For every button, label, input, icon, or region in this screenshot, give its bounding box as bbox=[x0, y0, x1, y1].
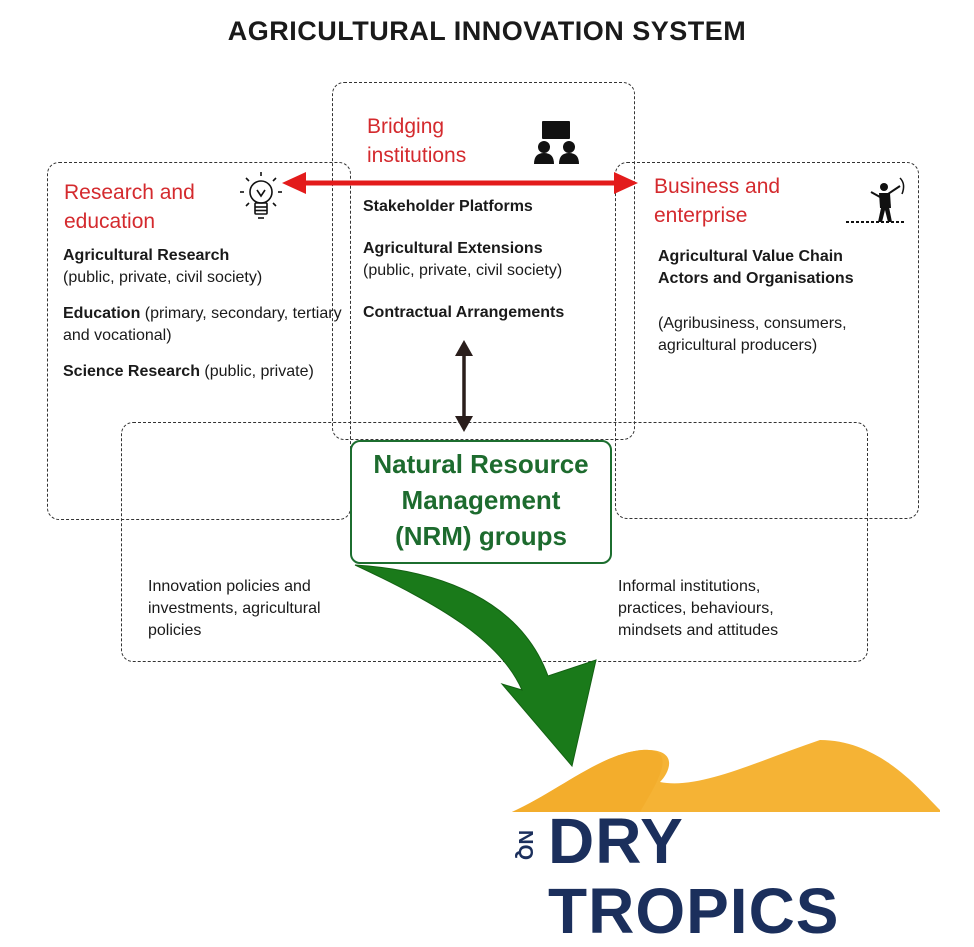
green-curved-arrow bbox=[354, 564, 597, 768]
bridging-items: Stakeholder Platforms Agricultural Exten… bbox=[363, 196, 628, 338]
bridging-heading-line1: Bridging bbox=[367, 115, 445, 138]
meeting-icon bbox=[534, 121, 579, 164]
research-item-detail: (public, private, civil society) bbox=[63, 269, 263, 286]
bridging-heading: Bridging institutions bbox=[367, 112, 527, 170]
logo-nq-text: NQ bbox=[514, 830, 536, 860]
business-box bbox=[615, 162, 919, 519]
logo-nq: NQ bbox=[510, 820, 538, 860]
business-detail: (Agribusiness, consumers, agricultural p… bbox=[658, 315, 847, 354]
business-heading-line1: Business and bbox=[654, 175, 781, 198]
business-heading-line2: enterprise bbox=[654, 204, 748, 227]
research-item: Agricultural Research (public, private, … bbox=[63, 245, 343, 289]
research-heading-line2: education bbox=[64, 210, 156, 233]
bridging-item: Contractual Arrangements bbox=[363, 302, 628, 324]
research-item: Education (primary, secondary, tertiary … bbox=[63, 303, 343, 347]
vertical-double-arrow bbox=[455, 340, 473, 432]
research-item-title: Science Research bbox=[63, 363, 200, 380]
diagram-title: AGRICULTURAL INNOVATION SYSTEM bbox=[227, 16, 747, 46]
research-heading: Research and education bbox=[64, 178, 254, 236]
bridging-item-detail: (public, private, civil society) bbox=[363, 262, 563, 279]
research-item-detail: (public, private) bbox=[199, 363, 314, 380]
logo-hills bbox=[512, 740, 940, 812]
bridging-heading-line2: institutions bbox=[367, 144, 467, 167]
bridging-box bbox=[332, 82, 635, 440]
lightbulb-icon bbox=[240, 172, 282, 219]
bridging-item: Stakeholder Platforms bbox=[363, 196, 628, 218]
logo-dry-tropics: DRY TROPICS bbox=[548, 805, 840, 947]
business-title-line1: Agricultural Value Chain bbox=[658, 248, 843, 265]
research-items: Agricultural Research (public, private, … bbox=[63, 245, 343, 397]
nrm-line3: (NRM) groups bbox=[395, 521, 567, 551]
business-items: Agricultural Value Chain Actors and Orga… bbox=[658, 246, 908, 357]
nrm-line1: Natural Resource bbox=[373, 449, 589, 479]
research-heading-line1: Research and bbox=[64, 181, 195, 204]
bridging-item-title: Agricultural Extensions bbox=[363, 240, 543, 257]
bridging-item-title: Stakeholder Platforms bbox=[363, 198, 533, 215]
policy-text-right: Informal institutions, practices, behavi… bbox=[618, 578, 779, 639]
farmer-icon bbox=[846, 177, 906, 223]
bridging-item-title: Contractual Arrangements bbox=[363, 304, 565, 321]
red-double-arrow bbox=[282, 172, 638, 194]
research-item-title: Education bbox=[63, 305, 141, 322]
research-item-detail: (primary, secondary, tertiary and vocati… bbox=[63, 305, 342, 344]
research-item-title: Agricultural Research bbox=[63, 247, 230, 264]
research-box bbox=[47, 162, 351, 520]
nrm-line2: Management bbox=[401, 485, 561, 515]
policy-box bbox=[121, 422, 868, 662]
business-title-line2: Actors and Organisations bbox=[658, 270, 854, 287]
connectors-layer bbox=[240, 121, 940, 812]
business-heading: Business and enterprise bbox=[654, 172, 834, 230]
nrm-groups-box: Natural Resource Management (NRM) groups bbox=[350, 440, 612, 564]
research-item: Science Research (public, private) bbox=[63, 361, 343, 383]
policy-text-left: Innovation policies and investments, agr… bbox=[148, 578, 321, 639]
bridging-item: Agricultural Extensions (public, private… bbox=[363, 238, 628, 282]
